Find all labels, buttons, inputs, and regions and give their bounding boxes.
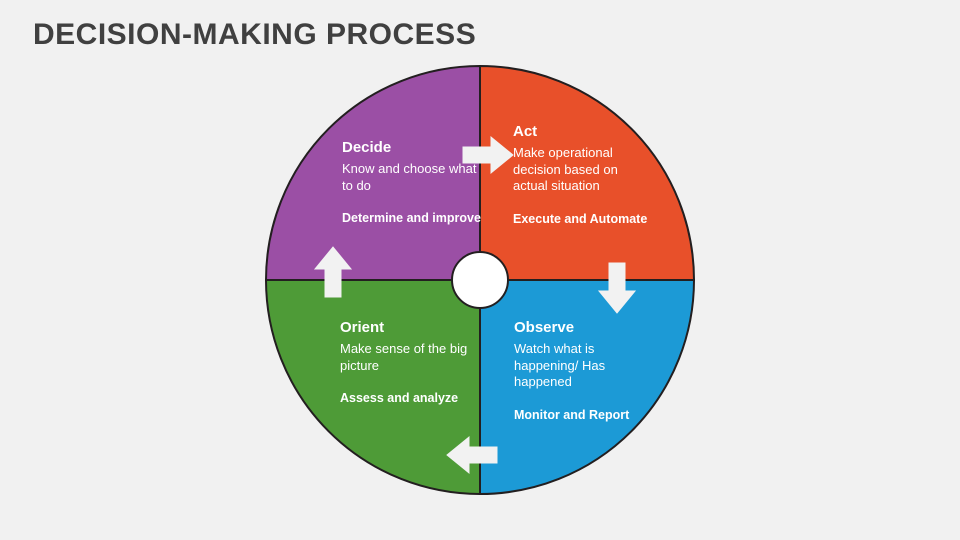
- center-hub: [451, 251, 509, 309]
- quadrant-orient-description: Make sense of the big picture: [340, 341, 468, 373]
- quadrant-decide-description: Know and choose what to do: [342, 161, 477, 193]
- quadrant-orient-subtitle: Assess and analyze: [340, 391, 459, 406]
- ooda-cycle-diagram: [264, 64, 696, 496]
- quadrant-act-subtitle: Execute and Automate: [513, 212, 648, 227]
- wheel-svg: [264, 64, 696, 496]
- quadrant-observe-text: Observe Watch what is happening/ Has hap…: [514, 318, 644, 423]
- quadrant-orient-heading: Orient: [340, 319, 385, 336]
- quadrant-decide-subtitle: Determine and improve: [342, 211, 481, 226]
- quadrant-observe-heading: Observe: [514, 319, 575, 336]
- quadrant-decide-text: Decide Know and choose what to do Determ…: [342, 138, 482, 227]
- quadrant-act-text: Act Make operational decision based on a…: [513, 122, 653, 227]
- quadrant-decide[interactable]: [264, 64, 481, 281]
- quadrant-observe[interactable]: [479, 279, 696, 496]
- quadrant-observe-subtitle: Monitor and Report: [514, 408, 630, 423]
- arrow-decide-to-act-icon: [462, 135, 514, 175]
- quadrant-act-heading: Act: [513, 123, 538, 140]
- page-title: Decision-Making Process: [33, 18, 477, 51]
- quadrant-act[interactable]: [479, 64, 696, 281]
- quadrant-orient-text: Orient Make sense of the big picture Ass…: [340, 318, 480, 407]
- quadrant-act-description: Make operational decision based on actua…: [513, 145, 618, 194]
- arrow-observe-to-orient-icon: [446, 435, 498, 475]
- arrow-orient-to-decide-icon: [313, 246, 353, 298]
- arrow-act-to-observe-icon: [597, 262, 637, 314]
- quadrant-orient[interactable]: [264, 279, 481, 496]
- quadrant-decide-heading: Decide: [342, 139, 392, 156]
- quadrant-observe-description: Watch what is happening/ Has happened: [514, 341, 606, 390]
